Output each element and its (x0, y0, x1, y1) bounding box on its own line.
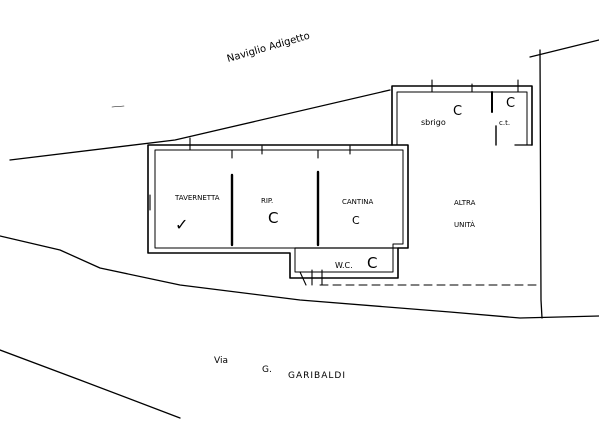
outer-wall (147, 144, 409, 279)
mark-c-sbrigo: C (453, 104, 462, 119)
street-line-upper (0, 235, 599, 319)
canal-bank-line (9, 89, 391, 161)
room-label-tavernetta: TAVERNETTA (174, 194, 220, 202)
annex-walls (391, 79, 533, 146)
faint-mark (111, 105, 125, 108)
outer-wall-inner (154, 149, 404, 273)
room-label-cantina: CANTINA (342, 198, 373, 206)
canal-label: Naviglio Adigetto (226, 31, 311, 65)
street-g-label: G. (262, 365, 272, 375)
check-mark-tavernetta: ✓ (175, 215, 188, 234)
mark-c-rip: C (268, 209, 278, 227)
annex-inner (396, 91, 528, 146)
annex-ticks (431, 79, 519, 93)
street-name-label: GARIBALDI (288, 371, 346, 381)
mark-c-wc: C (367, 254, 377, 272)
other-unit-label-line1: ALTRA (454, 199, 476, 207)
other-unit-label-line2: UNITÀ (454, 220, 475, 229)
street-via-label: Via (214, 356, 228, 366)
mark-c-cantina: C (352, 214, 360, 227)
site-boundaries (0, 39, 599, 419)
room-label-wc: W.C. (335, 261, 353, 270)
room-label-rip: RIP. (261, 197, 273, 205)
building-walls (147, 137, 409, 286)
other-unit-right-wall (539, 49, 543, 319)
annex-outline (391, 85, 533, 146)
street-line-lower (0, 349, 181, 419)
tick-marks (149, 137, 351, 286)
drawing-labels: Naviglio Adigetto Via G. GARIBALDI TAVER… (174, 31, 515, 381)
canal-bank-line-right (529, 39, 599, 58)
mark-c-ct: C (506, 96, 515, 111)
room-label-ct: c.t. (499, 119, 510, 127)
room-label-sbrigo: sbrigo (421, 118, 446, 127)
